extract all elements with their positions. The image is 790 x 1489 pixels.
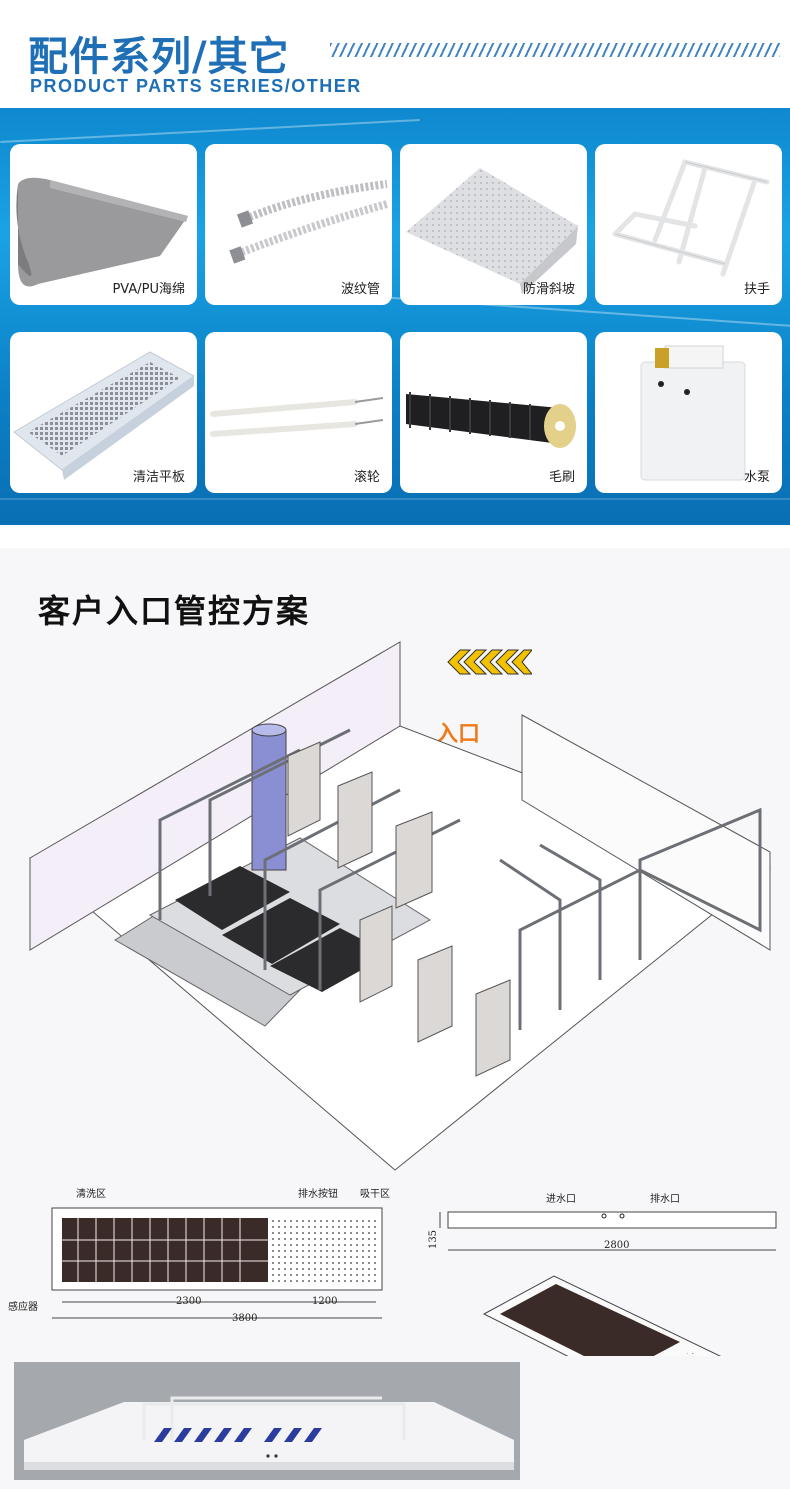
label-drain-button: 排水按钮 bbox=[298, 1189, 338, 1200]
dim-total: 3800 bbox=[232, 1313, 258, 1324]
part-card-sponge[interactable]: PVA/PU海绵 bbox=[10, 144, 197, 305]
sponge-sheet-icon bbox=[16, 177, 188, 287]
label-inlet: 进水口 bbox=[546, 1194, 576, 1205]
arrow-left-icon bbox=[447, 649, 532, 675]
section-header: 配件系列/其它 PRODUCT PARTS SERIES/OTHER bbox=[0, 0, 790, 108]
part-card-hose[interactable]: 波纹管 bbox=[205, 144, 392, 305]
entrance-render bbox=[24, 1396, 514, 1470]
label-sensor: 感应器 bbox=[8, 1302, 38, 1313]
part-card-ramp[interactable]: 防滑斜坡 bbox=[400, 144, 587, 305]
brush-icon bbox=[406, 392, 576, 448]
label-outlet: 排水口 bbox=[650, 1194, 680, 1205]
part-card-roller[interactable]: 滚轮 bbox=[205, 332, 392, 493]
part-label: 毛刷 bbox=[548, 470, 575, 485]
light-streak bbox=[0, 498, 790, 500]
dim-clean: 2300 bbox=[176, 1296, 202, 1307]
page-subtitle: PRODUCT PARTS SERIES/OTHER bbox=[30, 76, 362, 96]
parts-band: PVA/PU海绵 波纹管 防滑斜坡 bbox=[0, 108, 790, 525]
roller-icon bbox=[210, 397, 384, 437]
part-label: 清洁平板 bbox=[132, 470, 185, 485]
part-label: 扶手 bbox=[743, 282, 770, 297]
part-label: PVA/PU海绵 bbox=[112, 282, 185, 297]
corrugated-hose-icon bbox=[229, 180, 389, 264]
water-pump-icon bbox=[640, 345, 746, 481]
handrail-icon bbox=[612, 159, 770, 277]
entrance-isometric-drawing bbox=[29, 641, 771, 1171]
plan-drawing bbox=[51, 1207, 777, 1356]
part-label: 水泵 bbox=[743, 470, 770, 485]
label-clean-zone: 清洗区 bbox=[76, 1189, 106, 1200]
label-dry-zone: 吸干区 bbox=[360, 1189, 390, 1200]
page-title: 配件系列/其它 bbox=[28, 34, 290, 80]
light-streak bbox=[0, 119, 420, 143]
decorative-hatch bbox=[330, 43, 780, 57]
part-label: 滚轮 bbox=[353, 470, 380, 485]
part-card-pump[interactable]: 水泵 bbox=[595, 332, 782, 493]
cleaning-plate-icon bbox=[13, 351, 195, 480]
render-photo bbox=[14, 1362, 520, 1480]
dim-length: 2800 bbox=[604, 1240, 630, 1251]
part-label: 波纹管 bbox=[340, 282, 380, 297]
anti-slip-ramp-icon bbox=[406, 168, 578, 294]
part-label: 防滑斜坡 bbox=[522, 282, 575, 297]
part-card-cleaning-plate[interactable]: 清洁平板 bbox=[10, 332, 197, 493]
dim-dry: 1200 bbox=[312, 1296, 338, 1307]
part-card-handrail[interactable]: 扶手 bbox=[595, 144, 782, 305]
dim-height: 135 bbox=[428, 1229, 440, 1250]
solution-title: 客户入口管控方案 bbox=[38, 592, 311, 630]
part-card-brush[interactable]: 毛刷 bbox=[400, 332, 587, 493]
